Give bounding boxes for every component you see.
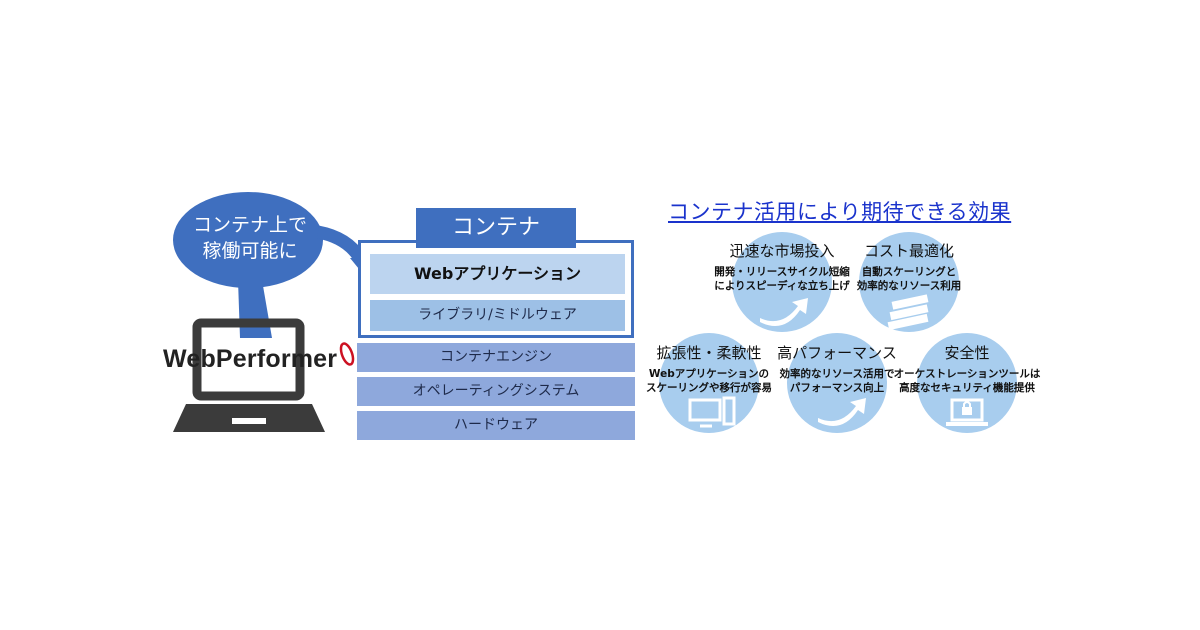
effect-cost-label: コスト最適化 [863, 242, 954, 260]
layer-web-application: Webアプリケーション [370, 254, 625, 294]
layer-container-engine: コンテナエンジン [357, 343, 635, 372]
effect-scalability-desc: Webアプリケーションの スケーリングや移行が容易 [629, 367, 789, 395]
layer-hardware: ハードウェア [357, 411, 635, 440]
money-stack-icon [887, 294, 929, 331]
effect-cost-desc-line-1: 自動スケーリングと [861, 266, 957, 278]
effect-security-label: 安全性 [944, 344, 990, 362]
effect-speed-desc: 開発・リリースサイクル短縮 によりスピーディな立ち上げ [702, 265, 862, 293]
effect-circles [659, 232, 1017, 433]
effect-speed-desc-line-1: 開発・リリースサイクル短縮 [714, 266, 850, 278]
bubble-line-2: 稼働可能に [202, 240, 298, 262]
effect-performance-desc-line-1: 効率的なリソース活用で [779, 368, 895, 380]
effect-performance-label: 高パフォーマンス [777, 344, 897, 362]
effect-performance-desc: 効率的なリソース活用で パフォーマンス向上 [757, 367, 917, 395]
effect-scalability-desc-line-1: Webアプリケーションの [648, 368, 770, 380]
effect-speed-desc-line-2: によりスピーディな立ち上げ [714, 280, 850, 292]
desktop-computer-icon [688, 396, 736, 428]
effect-cost-desc: 自動スケーリングと 効率的なリソース利用 [829, 265, 989, 293]
bubble-text: コンテナ上で 稼働可能に [180, 212, 320, 264]
effect-cost-desc-line-2: 効率的なリソース利用 [856, 280, 962, 292]
container-label: コンテナ [416, 208, 576, 248]
effect-security-desc-line-2: 高度なセキュリティ機能提供 [899, 382, 1035, 394]
webperformer-logo: WebPerformer [163, 345, 338, 373]
circular-arrow-icon [818, 398, 866, 426]
effect-security-desc-line-1: オーケストレーションツールは [893, 368, 1041, 380]
laptop-lock-icon [946, 398, 988, 426]
logo-swoosh-icon [339, 342, 355, 366]
bubble-line-1: コンテナ上で [192, 214, 307, 236]
effect-scalability-label: 拡張性・柔軟性 [656, 344, 762, 362]
effect-security-desc: オーケストレーションツールは 高度なセキュリティ機能提供 [887, 367, 1047, 395]
effect-performance-desc-line-2: パフォーマンス向上 [789, 382, 885, 394]
layer-operating-system: オペレーティングシステム [357, 377, 635, 406]
effects-title: コンテナ活用により期待できる効果 [668, 200, 1012, 224]
circular-arrow-icon [760, 298, 808, 326]
laptop-icon [173, 318, 325, 432]
effect-scalability-desc-line-2: スケーリングや移行が容易 [646, 382, 772, 394]
layer-library-middleware: ライブラリ/ミドルウェア [370, 300, 625, 331]
effect-speed-label: 迅速な市場投入 [729, 242, 835, 260]
